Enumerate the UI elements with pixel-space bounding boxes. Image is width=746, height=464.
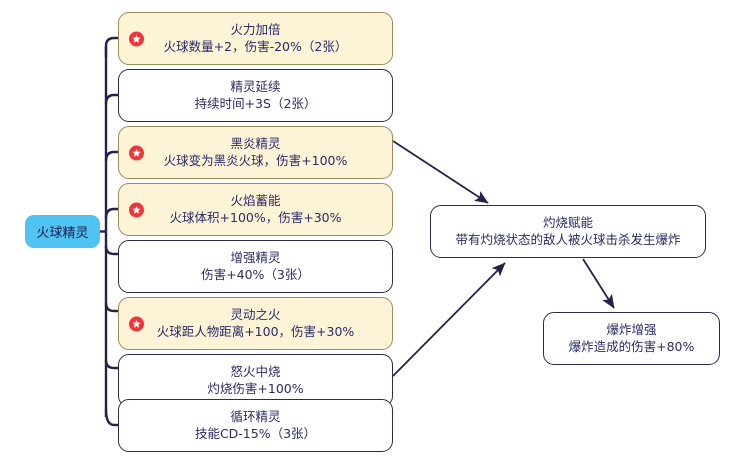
branch-node-heiyanjingling[interactable]: 黑炎精灵 火球变为黑炎火球，伤害+100%: [118, 126, 393, 179]
star-badge-icon: [129, 31, 144, 46]
branch-desc: 火球数量+2，伤害-20%（2张）: [163, 38, 348, 54]
branch-node-jinglingyanxu[interactable]: 精灵延续 持续时间+3S（2张）: [118, 69, 393, 122]
branch-desc: 火球体积+100%，伤害+30%: [169, 209, 342, 225]
branch-desc: 火球距人物距离+100，伤害+30%: [156, 323, 355, 339]
branch-node-zengqiangjingling[interactable]: 增强精灵 伤害+40%（3张）: [118, 240, 393, 293]
star-badge-icon: [129, 202, 144, 217]
wire-nuohuo-to-zhuoshao: [392, 262, 506, 377]
branch-desc: 灼烧伤害+100%: [207, 380, 304, 396]
branch-node-huolijiabei[interactable]: 火力加倍 火球数量+2，伤害-20%（2张）: [118, 12, 393, 65]
branch-node-nuohuozhongshao[interactable]: 怒火中烧 灼烧伤害+100%: [118, 354, 393, 407]
branch-node-lingdongzhihuo[interactable]: 灵动之火 火球距人物距离+100，伤害+30%: [118, 297, 393, 350]
branch-title: 怒火中烧: [230, 364, 281, 379]
wire-zhuoshao-to-baozha: [582, 258, 615, 309]
branch-title: 火力加倍: [230, 22, 281, 37]
branch-desc: 技能CD-15%（3张）: [194, 425, 317, 441]
effect-title: 爆炸增强: [606, 322, 657, 337]
effect-desc: 带有灼烧状态的敌人被火球击杀发生爆炸: [455, 231, 681, 247]
branch-desc: 持续时间+3S（2张）: [194, 95, 317, 111]
root-node[interactable]: 火球精灵: [25, 215, 100, 248]
wire-heiyan-to-zhuoshao: [392, 140, 489, 204]
root-node-label: 火球精灵: [36, 226, 89, 241]
branch-title: 循环精灵: [230, 409, 281, 424]
star-badge-icon: [129, 316, 144, 331]
branch-title: 灵动之火: [230, 307, 281, 322]
effect-desc: 爆炸造成的伤害+80%: [568, 338, 695, 354]
branch-desc: 火球变为黑炎火球，伤害+100%: [163, 152, 348, 168]
star-badge-icon: [129, 145, 144, 160]
effect-title: 灼烧赋能: [542, 215, 593, 230]
branch-desc: 伤害+40%（3张）: [201, 266, 310, 282]
effect-node-zhuoshaofuneng[interactable]: 灼烧赋能 带有灼烧状态的敌人被火球击杀发生爆炸: [430, 205, 706, 258]
branch-title: 黑炎精灵: [230, 136, 281, 151]
effect-node-baozhazengqiang[interactable]: 爆炸增强 爆炸造成的伤害+80%: [543, 312, 720, 365]
branch-node-huoyanxuneng[interactable]: 火焰蓄能 火球体积+100%，伤害+30%: [118, 183, 393, 236]
branch-title: 精灵延续: [230, 79, 281, 94]
branch-title: 火焰蓄能: [230, 193, 281, 208]
branch-title: 增强精灵: [230, 250, 281, 265]
branch-node-xunhuanjingling[interactable]: 循环精灵 技能CD-15%（3张）: [118, 399, 393, 452]
